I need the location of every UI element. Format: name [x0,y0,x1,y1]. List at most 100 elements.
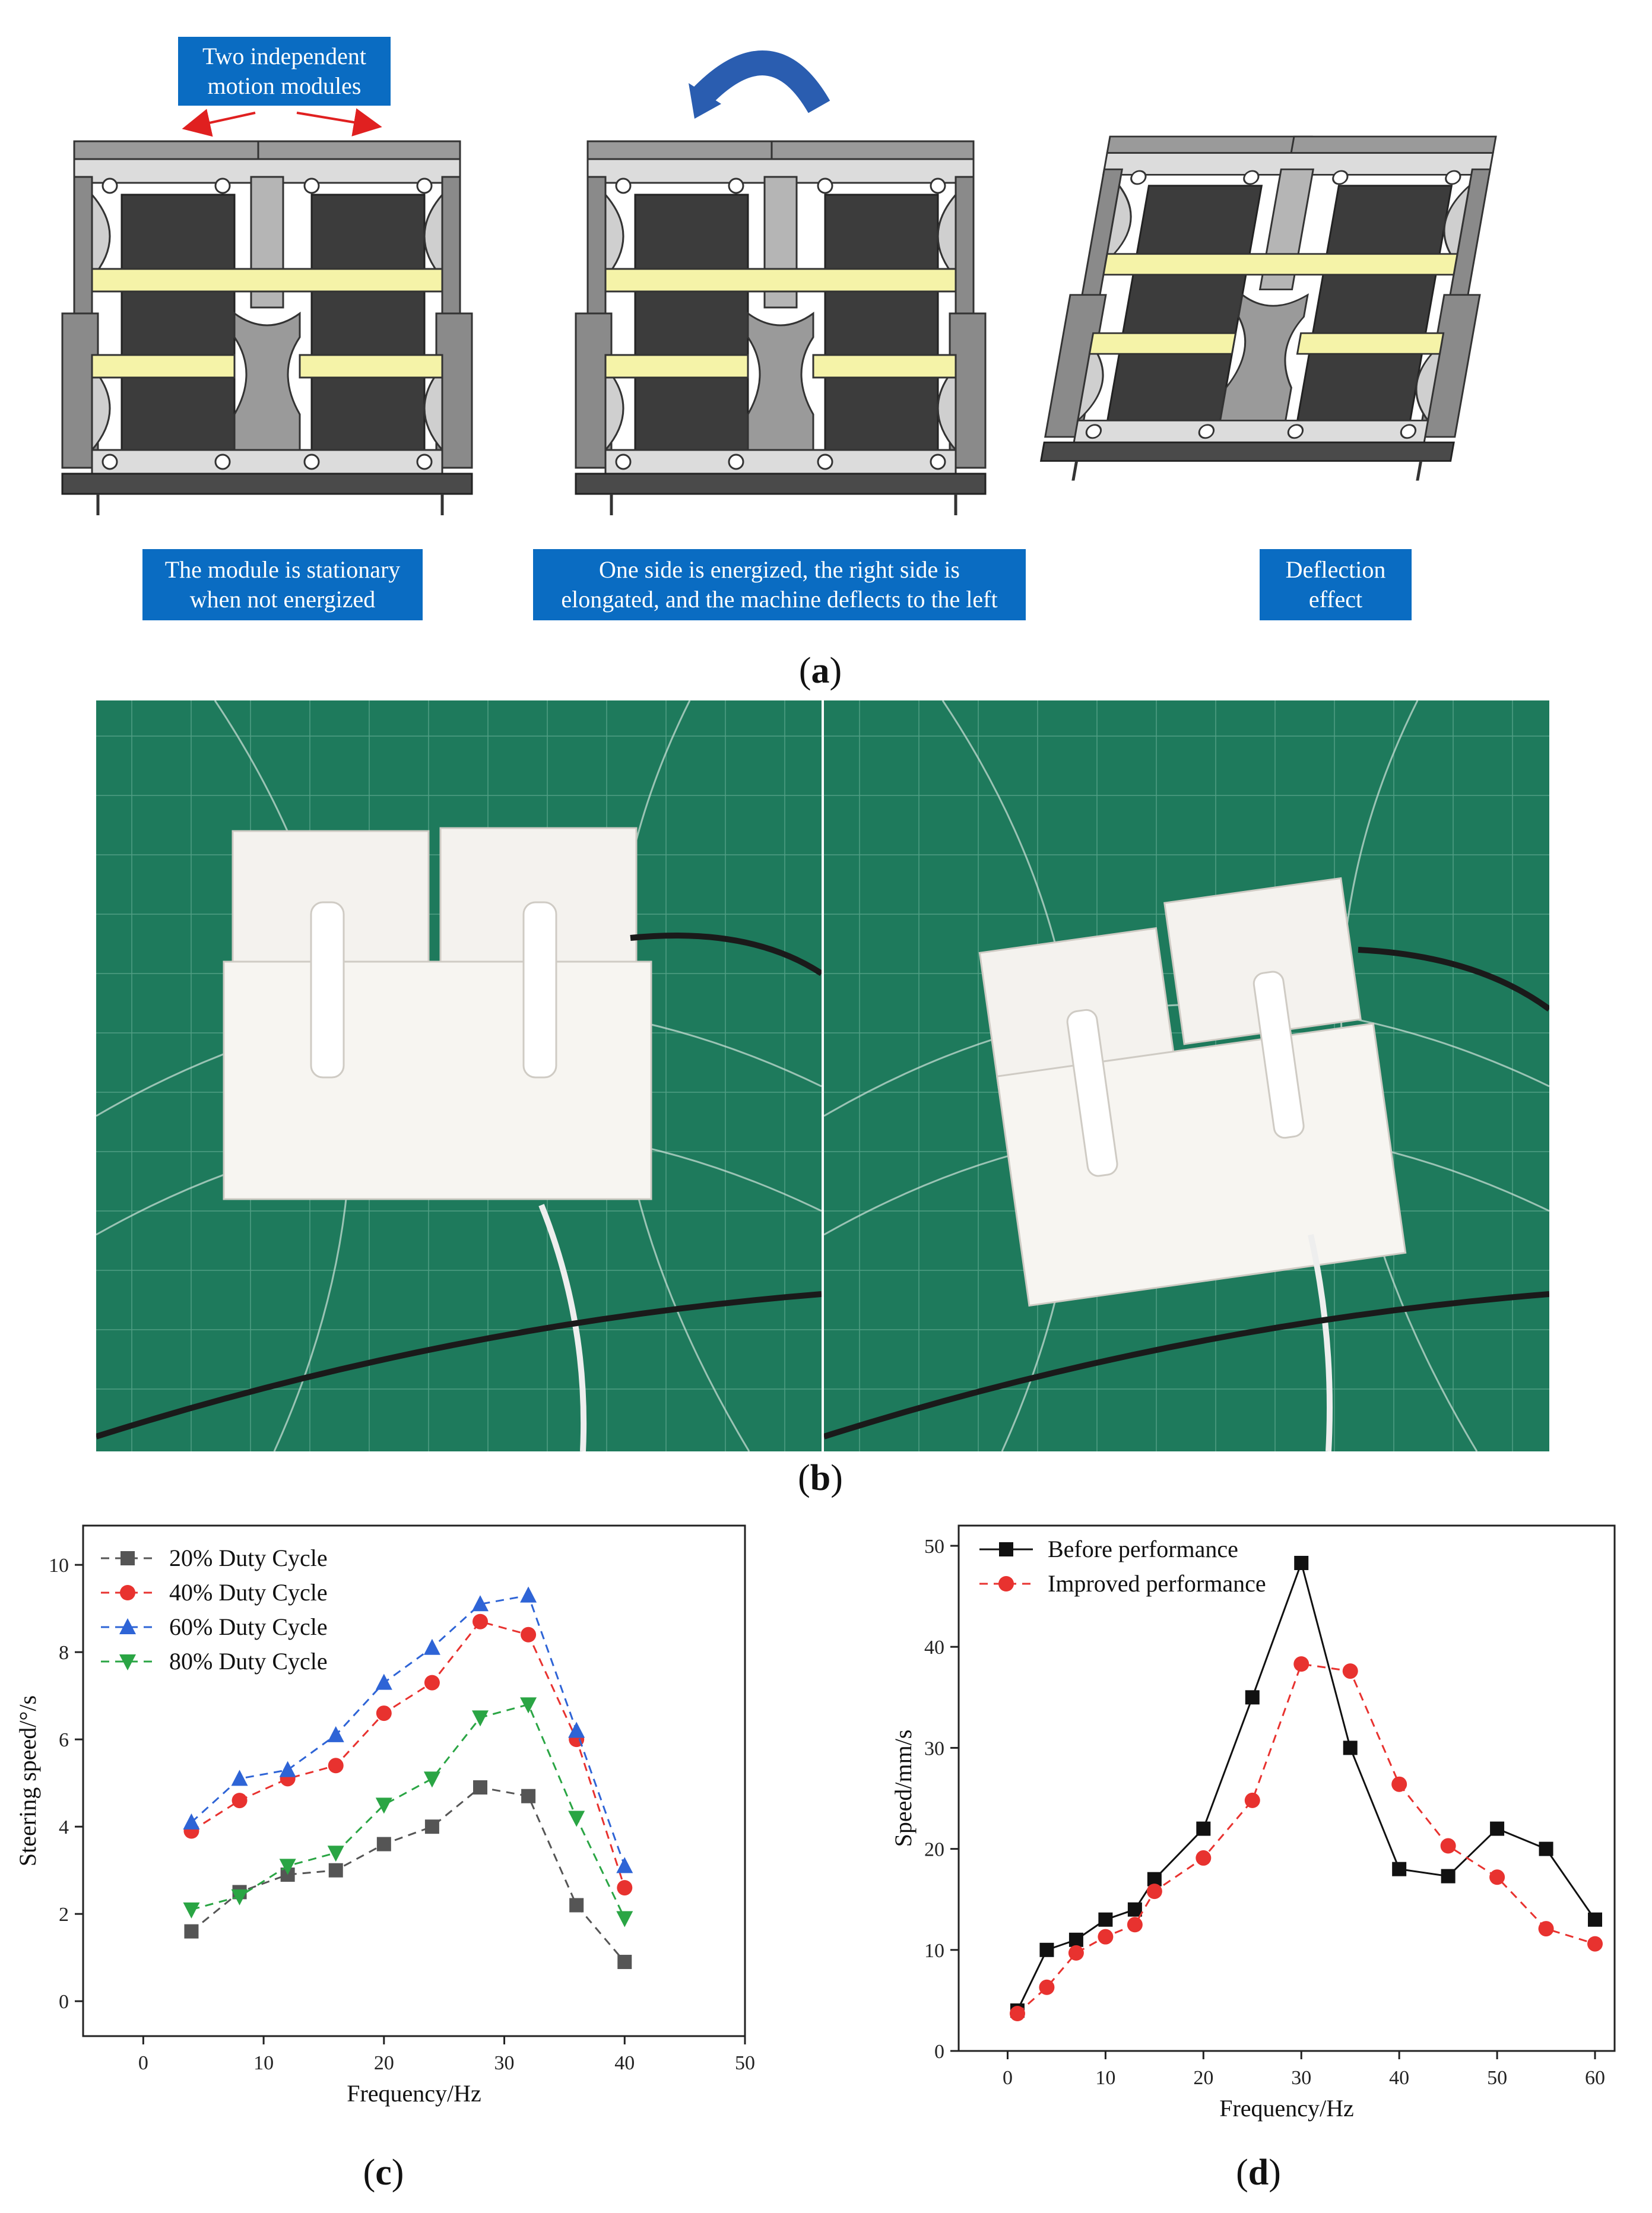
y-tick-label: 30 [924,1738,944,1759]
data-point [376,1705,392,1721]
legend-label: 80% Duty Cycle [169,1648,328,1675]
data-point [1588,1912,1603,1927]
series-line [191,1594,626,1866]
data-point [376,1837,391,1851]
series-1 [1010,1555,1603,2018]
data-point [520,1586,537,1603]
data-point [1490,1821,1505,1836]
series-2 [1009,1656,1603,2022]
x-axis-label: Frequency/Hz [1219,2095,1354,2122]
y-tick-label: 4 [59,1816,69,1838]
label-energized: One side is energized, the right side is… [533,549,1026,620]
plot-frame [82,1524,746,2037]
y-tick-label: 0 [59,1991,69,2013]
data-point [327,1846,344,1862]
data-point [521,1627,537,1643]
x-tick-label: 60 [1585,2067,1605,2089]
series-line [1016,1663,1596,2015]
series-line [191,1621,626,1888]
x-tick-label: 50 [1487,2067,1507,2089]
caption-a: (a) [798,651,842,691]
data-point [1293,1656,1309,1672]
legend-label: 20% Duty Cycle [169,1545,328,1571]
y-tick-label: 0 [934,2041,944,2063]
data-point [327,1726,344,1742]
data-point [1196,1850,1212,1866]
y-tick-label: 10 [924,1940,944,1962]
legend-marker [121,1551,135,1565]
x-tick-label: 50 [735,2052,755,2074]
data-point [183,1902,200,1919]
data-point [423,1638,440,1655]
data-point [616,1911,633,1927]
data-point [568,1811,585,1827]
x-tick-label: 30 [494,2052,515,2074]
series-1 [184,1780,632,1970]
data-point [1391,1776,1407,1792]
series-4 [183,1697,633,1927]
data-point [617,1955,632,1970]
photo-left [96,700,822,1451]
data-point [473,1613,488,1629]
data-point [1539,1841,1553,1856]
x-tick-label: 40 [1389,2067,1409,2089]
legend-label: Improved performance [1048,1570,1266,1597]
schematic-drawings [0,50,1652,641]
data-point [568,1721,585,1738]
x-tick-label: 10 [1095,2067,1115,2089]
x-tick-label: 40 [614,2052,635,2074]
x-tick-label: 30 [1291,2067,1311,2089]
data-point [617,1880,633,1896]
y-tick-label: 10 [49,1555,69,1577]
legend-label: 60% Duty Cycle [169,1613,328,1640]
legend-marker [120,1585,135,1600]
data-point [328,1758,344,1774]
data-point [521,1789,536,1803]
data-point [1294,1555,1309,1570]
y-tick-label: 6 [59,1729,69,1751]
data-point [473,1780,487,1795]
data-point [183,1813,200,1830]
data-point [1068,1932,1083,1947]
x-tick-label: 20 [374,2052,394,2074]
y-axis-label: Steering speed/°/s [14,1695,41,1866]
x-axis-label: Frequency/Hz [347,2080,481,2107]
label-two-modules: Two independent motion modules [178,37,391,106]
data-point [328,1863,343,1878]
label-stationary: The module is stationary when not energi… [142,549,423,620]
y-tick-label: 20 [924,1839,944,1861]
y-tick-label: 8 [59,1642,69,1664]
legend-label: Before performance [1048,1536,1238,1562]
legend-label: 40% Duty Cycle [169,1579,328,1606]
y-tick-label: 2 [59,1904,69,1926]
x-tick-label: 20 [1193,2067,1213,2089]
data-point [569,1898,584,1913]
data-point [472,1595,489,1612]
series-line [191,1703,626,1919]
plot-frame [957,1524,1616,2052]
data-point [231,1770,248,1786]
legend-marker [119,1618,136,1634]
data-point [424,1675,440,1691]
data-point [1244,1792,1260,1808]
data-point [616,1857,633,1873]
data-point [232,1793,248,1809]
caption-c: (c) [363,2152,404,2193]
data-point [472,1710,489,1727]
data-point [1009,2006,1025,2022]
data-point [1489,1869,1505,1885]
data-point [1146,1884,1162,1900]
legend-marker [999,1542,1013,1556]
x-tick-label: 10 [253,2052,274,2074]
data-point [1587,1936,1603,1952]
photo-right [824,700,1549,1451]
data-point [231,1889,248,1906]
data-point [1039,1942,1054,1957]
data-point [1343,1740,1358,1755]
data-point [279,1859,296,1875]
data-point [1440,1838,1456,1854]
y-tick-label: 50 [924,1536,944,1558]
legend-marker [119,1654,136,1670]
data-point [1068,1945,1084,1961]
data-point [1127,1917,1143,1933]
